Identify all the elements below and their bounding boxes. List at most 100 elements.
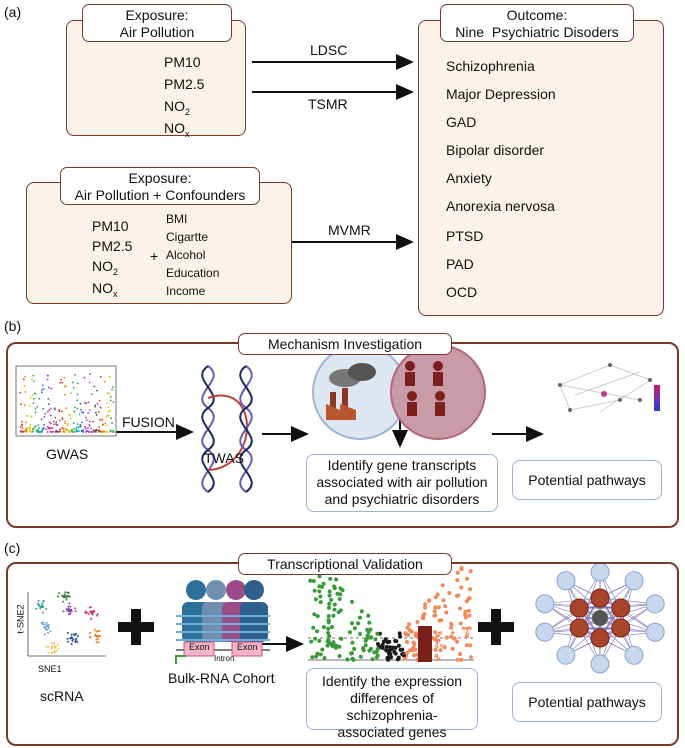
manhattan-point <box>47 403 50 406</box>
tsne-point <box>65 608 68 611</box>
volcano-point <box>436 605 441 610</box>
volcano-point <box>454 593 459 598</box>
tsne-point <box>95 641 98 644</box>
manhattan-point <box>81 411 83 413</box>
volcano-point <box>439 618 444 623</box>
volcano-point <box>351 657 356 662</box>
volcano-point <box>449 626 453 631</box>
manhattan-point <box>72 422 75 425</box>
volcano-point <box>347 630 352 635</box>
tsne-point <box>43 623 46 626</box>
volcano-point <box>317 589 322 594</box>
manhattan-point <box>42 384 44 387</box>
mvmr-label: MVMR <box>328 222 371 238</box>
panel-b-label: (b) <box>4 318 22 334</box>
volcano-point <box>423 602 428 607</box>
tsne-point <box>89 632 92 635</box>
manhattan-point <box>61 427 63 429</box>
volcano-point <box>455 570 460 575</box>
volcano-point <box>369 635 374 640</box>
manhattan-point <box>73 386 75 389</box>
manhattan-point <box>21 427 24 429</box>
tsne-point <box>71 639 74 642</box>
manhattan-point <box>82 431 85 433</box>
tsne-point <box>43 626 46 629</box>
exposure-item-no2: NO2 <box>164 98 191 117</box>
disorder-gad: GAD <box>446 114 477 130</box>
manhattan-point <box>21 420 23 423</box>
tsne-point <box>66 631 69 634</box>
manhattan-point <box>73 428 75 430</box>
manhattan-point <box>102 423 105 426</box>
volcano-point <box>312 588 317 593</box>
volcano-point <box>313 597 318 602</box>
exposure-confounders-title-line1: Exposure: <box>128 170 192 186</box>
volcano-point <box>358 615 362 620</box>
tsne-point <box>57 648 60 651</box>
manhattan-point <box>36 406 39 408</box>
tsne-point <box>67 605 70 608</box>
manhattan-point <box>61 418 64 420</box>
manhattan-point <box>34 411 37 414</box>
volcano-point <box>410 648 415 653</box>
volcano-point <box>352 626 357 631</box>
volcano-point <box>337 597 342 601</box>
network-edge <box>578 571 601 629</box>
manhattan-point <box>59 430 61 433</box>
tsne-point <box>97 637 99 640</box>
tsne-point <box>69 637 72 640</box>
outcome-title: Outcome: Nine Psychiatric Disoders <box>440 4 634 42</box>
bulk-rna-cohort-icon <box>175 580 270 664</box>
volcano-point <box>455 657 460 662</box>
volcano-point <box>315 651 320 656</box>
scrna-label: scRNA <box>40 688 84 704</box>
manhattan-point <box>28 405 31 407</box>
volcano-point <box>433 630 438 635</box>
manhattan-point <box>99 418 101 421</box>
manhattan-point <box>31 394 34 396</box>
tsne-point <box>97 634 100 637</box>
network-hub-node <box>569 598 589 618</box>
volcano-point <box>327 634 332 638</box>
volcano-point <box>387 639 392 644</box>
manhattan-point <box>109 375 111 378</box>
bulk-rna-label: Bulk-RNA Cohort <box>168 670 275 686</box>
tsne-point <box>65 598 68 601</box>
manhattan-point <box>98 399 101 402</box>
tsne-point <box>70 633 73 636</box>
manhattan-point <box>74 374 76 376</box>
volcano-point <box>461 626 466 631</box>
manhattan-point <box>40 391 43 394</box>
tsne-point <box>62 600 65 603</box>
tsne-point <box>70 610 73 613</box>
volcano-point <box>395 657 400 662</box>
manhattan-point <box>80 408 82 411</box>
exposure-title-line1: Exposure: <box>125 7 189 23</box>
tsne-point <box>66 640 69 643</box>
tsne-y-label: t-SNE2 <box>15 604 26 634</box>
manhattan-point <box>79 424 82 426</box>
volcano-point <box>356 621 361 626</box>
manhattan-point <box>30 415 33 418</box>
manhattan-point <box>59 382 62 384</box>
manhattan-point <box>105 416 108 418</box>
volcano-point <box>338 592 343 597</box>
volcano-point <box>402 653 406 658</box>
manhattan-point <box>87 412 89 414</box>
manhattan-point <box>112 386 114 388</box>
confounder-education: Education <box>166 266 220 280</box>
manhattan-point <box>90 427 93 430</box>
disorder-anxiety: Anxiety <box>446 170 492 186</box>
tsne-point <box>74 641 77 643</box>
volcano-point <box>438 648 443 653</box>
manhattan-point <box>82 429 84 431</box>
tsne-point <box>49 630 52 633</box>
volcano-point <box>459 585 464 590</box>
volcano-point <box>434 653 439 658</box>
network-node <box>535 622 555 642</box>
network-hub-node <box>569 618 589 638</box>
manhattan-point <box>76 407 79 410</box>
manhattan-point <box>32 428 34 431</box>
volcano-point <box>464 643 469 648</box>
volcano-point <box>326 626 331 631</box>
